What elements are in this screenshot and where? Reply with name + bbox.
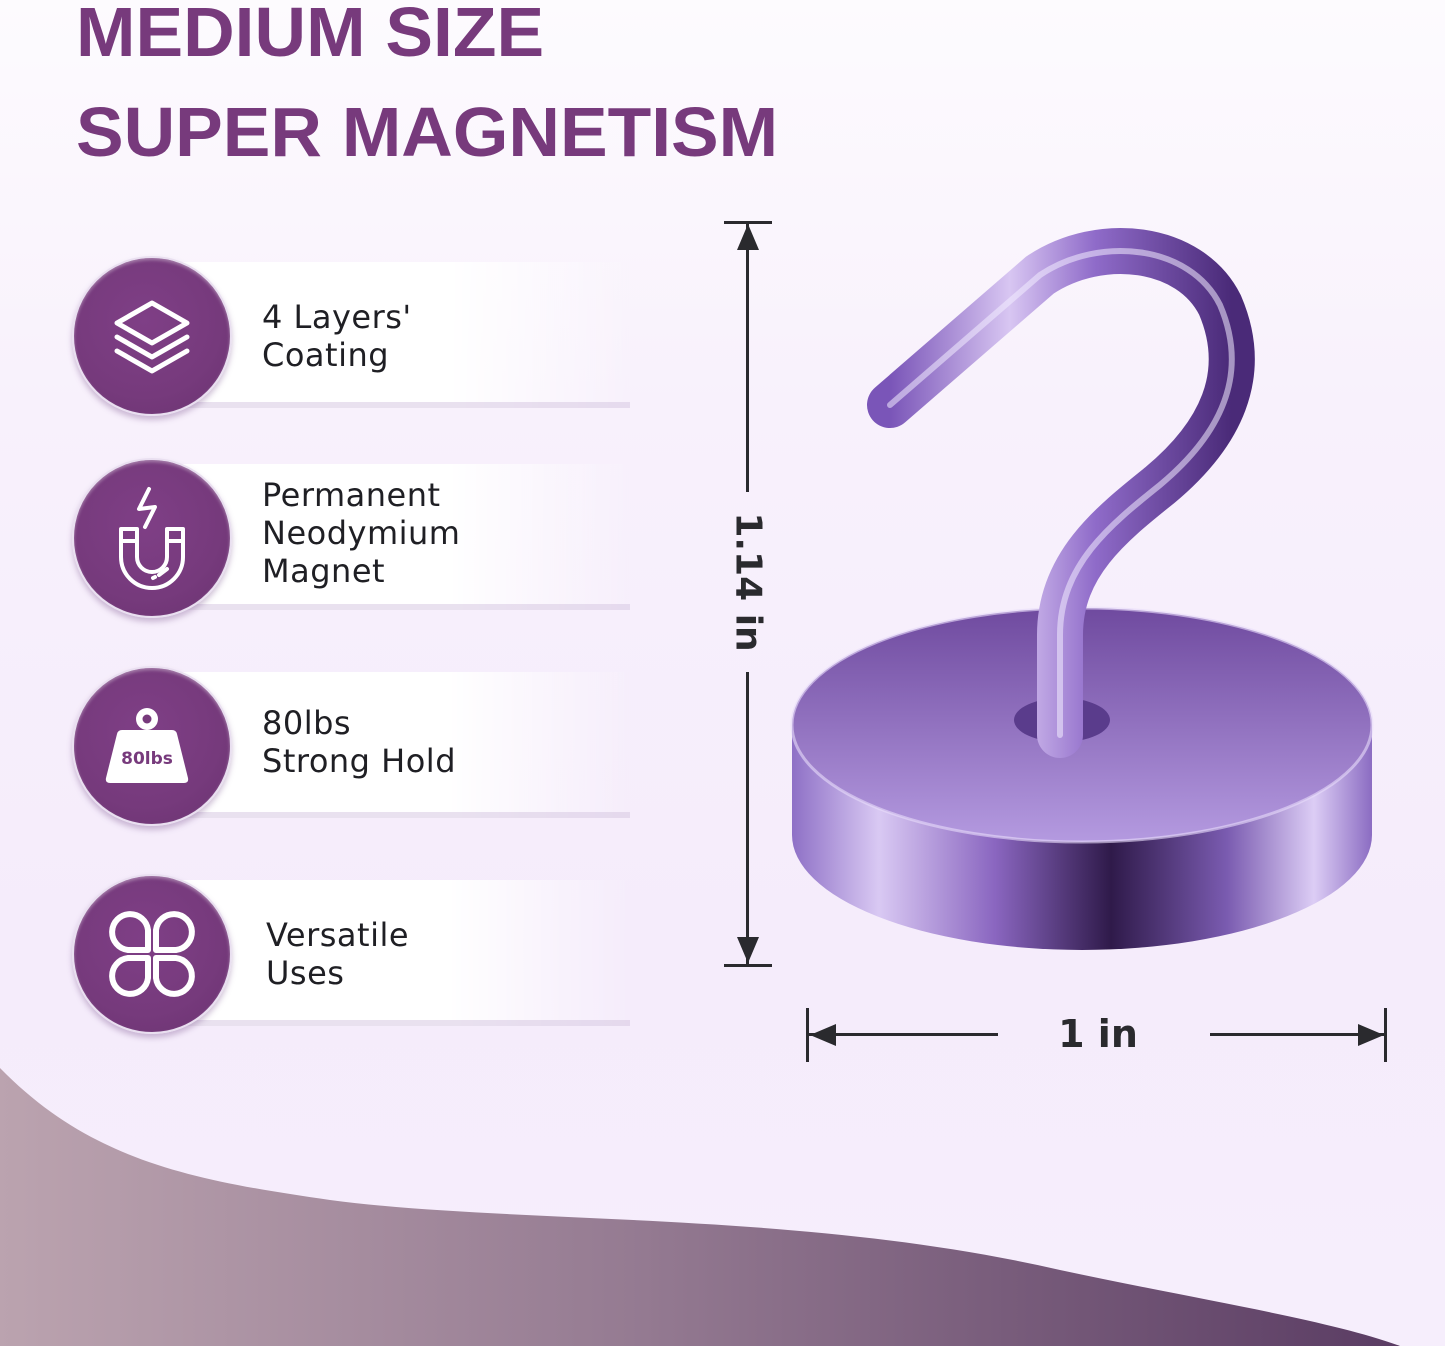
feature-badge — [72, 874, 232, 1034]
page-title: MEDIUM SIZE SUPER MAGNETISM — [76, 0, 778, 182]
headline-line-2: SUPER MAGNETISM — [76, 93, 779, 171]
clover-icon — [109, 911, 195, 997]
height-dimension-label: 1.14 in — [727, 512, 769, 652]
feature-label-line: Versatile — [266, 916, 410, 954]
arrow-down-icon — [737, 937, 759, 963]
svg-text:80lbs: 80lbs — [121, 749, 173, 769]
width-dimension-line-right — [1210, 1033, 1386, 1036]
weight-icon: 80lbs — [105, 708, 189, 783]
feature-label: Permanent Neodymium Magnet — [262, 476, 460, 590]
feature-badge — [72, 256, 232, 416]
magnetic-hook-image — [790, 228, 1374, 950]
arrow-right-icon — [1358, 1024, 1384, 1046]
feature-label: 4 Layers' Coating — [262, 298, 412, 374]
feature-badge — [72, 458, 232, 618]
layers-icon — [114, 300, 190, 374]
width-dimension-cap-left — [806, 1008, 809, 1062]
width-dimension-cap-right — [1384, 1008, 1387, 1062]
height-dimension-line-bottom — [746, 672, 749, 964]
arrow-up-icon — [737, 224, 759, 250]
feature-label-line: Strong Hold — [262, 742, 456, 780]
feature-versatile: Versatile Uses — [70, 872, 630, 1034]
feature-coating: 4 Layers' Coating — [70, 254, 630, 416]
feature-label: 80lbs Strong Hold — [262, 704, 456, 780]
feature-label-line: Neodymium — [262, 514, 461, 552]
feature-magnet: Permanent Neodymium Magnet — [70, 456, 630, 618]
feature-label-line: Magnet — [262, 552, 386, 590]
feature-label: Versatile Uses — [266, 916, 409, 992]
width-dimension-line-left — [808, 1033, 998, 1036]
headline-line-1: MEDIUM SIZE — [76, 0, 545, 71]
feature-label-line: Uses — [266, 954, 345, 992]
feature-label-line: Permanent — [262, 476, 441, 514]
height-dimension-cap-top — [724, 221, 772, 224]
height-dimension-line-top — [746, 224, 749, 492]
feature-badge: 80lbs — [72, 666, 232, 826]
feature-label-line: 80lbs — [262, 704, 352, 742]
feature-label-line: 4 Layers' — [262, 298, 412, 336]
height-dimension-cap-bottom — [724, 964, 772, 967]
magnet-icon — [119, 487, 185, 590]
arrow-left-icon — [810, 1024, 836, 1046]
feature-strong-hold: 80lbs 80lbs Strong Hold — [70, 664, 630, 826]
feature-label-line: Coating — [262, 336, 390, 374]
width-dimension-label: 1 in — [1058, 1012, 1138, 1056]
